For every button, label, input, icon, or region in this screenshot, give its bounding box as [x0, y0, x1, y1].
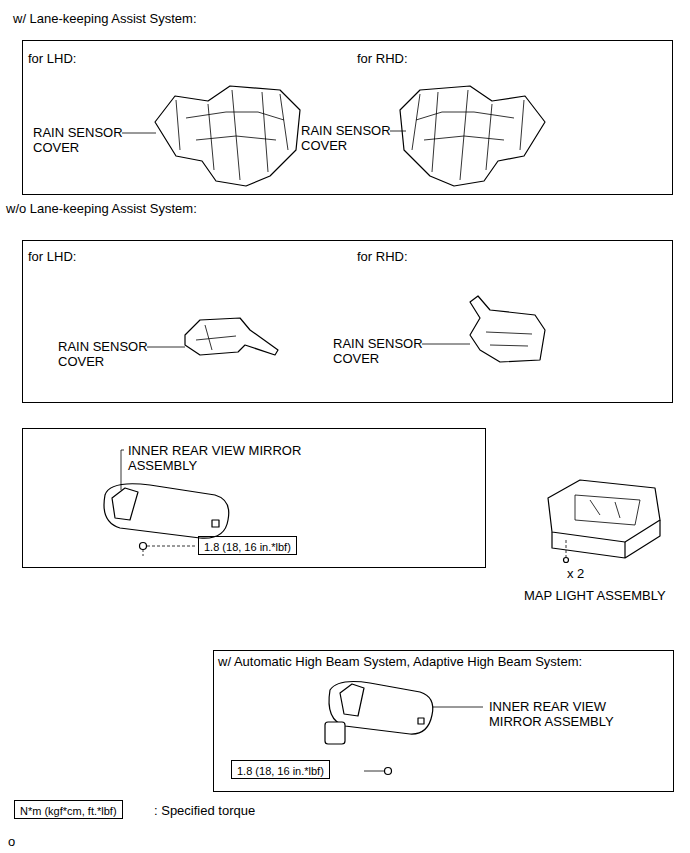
label-text: MAP LIGHT ASSEMBLY: [524, 588, 666, 603]
screw-symbol: [140, 543, 147, 550]
torque-box: N*m (kgf*cm, ft.*lbf): [14, 800, 123, 819]
label-text: x 2: [567, 566, 584, 581]
label-text: o: [8, 834, 15, 849]
section-panel: INNER REAR VIEW MIRROR ASSEMBLY 1.8 (18, …: [22, 428, 486, 568]
section-heading: w/ Lane-keeping Assist System:: [13, 11, 197, 26]
part-label: for LHD:: [28, 51, 76, 66]
rain-sensor-cover-drawing: [470, 296, 545, 362]
part-label: for RHD:: [357, 51, 408, 66]
screw-symbol: [385, 768, 392, 775]
section-panel: w/o Lane-keeping Assist System:for LHD:R…: [22, 240, 673, 403]
section-panel: w/ Lane-keeping Assist System:for LHD:RA…: [22, 40, 673, 195]
label-text: : Specified torque: [154, 803, 255, 818]
part-label: RAIN SENSOR COVER: [58, 339, 153, 369]
section-heading: w/o Lane-keeping Assist System:: [6, 201, 197, 216]
leader-lines: [121, 131, 566, 771]
map-light-drawing: [548, 480, 660, 542]
section-panel: w/ Automatic High Beam System, Adaptive …: [213, 650, 674, 792]
section-heading: INNER REAR VIEW MIRROR ASSEMBLY: [128, 443, 328, 473]
section-heading: w/ Automatic High Beam System, Adaptive …: [218, 654, 582, 669]
rain-sensor-cover-drawing: [155, 86, 300, 186]
part-label: RAIN SENSOR COVER: [301, 123, 396, 153]
torque-value: 1.8 (18, 16 in.*lbf): [232, 763, 329, 780]
rain-sensor-cover-drawing: [185, 318, 278, 355]
part-label: INNER REAR VIEW MIRROR ASSEMBLY: [489, 699, 624, 729]
torque-box: 1.8 (18, 16 in.*lbf): [198, 536, 297, 555]
part-label: for LHD:: [28, 249, 76, 264]
torque-value: N*m (kgf*cm, ft.*lbf): [15, 803, 122, 820]
part-label: RAIN SENSOR COVER: [33, 125, 128, 155]
torque-box: 1.8 (18, 16 in.*lbf): [231, 760, 330, 779]
mirror-drawing: [104, 484, 229, 538]
part-label: for RHD:: [357, 249, 408, 264]
torque-value: 1.8 (18, 16 in.*lbf): [199, 539, 296, 556]
part-label: RAIN SENSOR COVER: [333, 336, 428, 366]
